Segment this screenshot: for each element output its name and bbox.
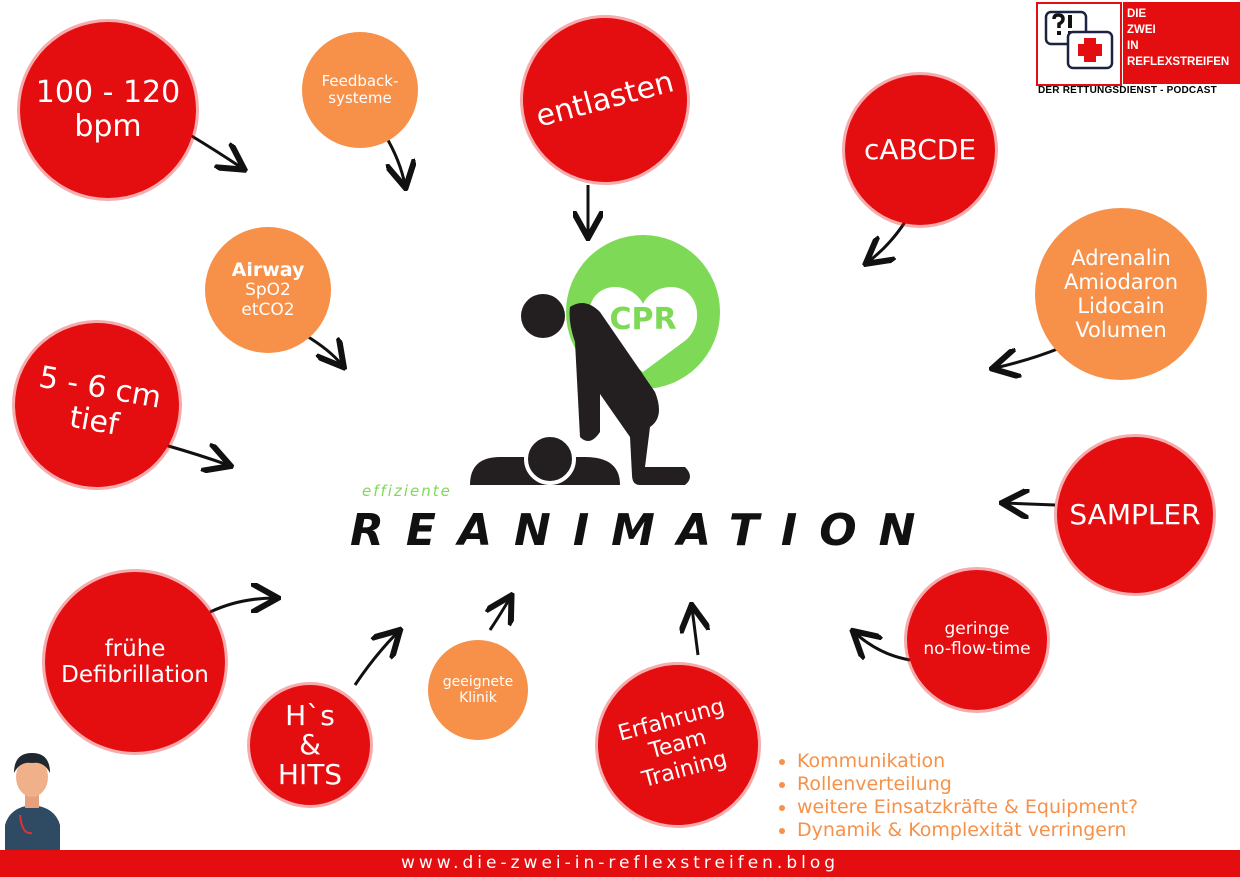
bubble-klinik: geeignete Klinik bbox=[428, 640, 528, 740]
footer-url[interactable]: www.die-zwei-in-reflexstreifen.blog bbox=[0, 850, 1240, 877]
list-item: Rollenverteilung bbox=[797, 773, 1138, 796]
bubble-sampler: SAMPLER bbox=[1057, 437, 1213, 593]
list-item: Dynamik & Komplexität verringern bbox=[797, 819, 1138, 842]
logo-title: DIE ZWEI IN REFLEXSTREIFEN bbox=[1123, 2, 1240, 84]
cpr-label: CPR bbox=[609, 302, 676, 337]
list-item: weitere Einsatzkräfte & Equipment? bbox=[797, 796, 1138, 819]
cpr-illustration: CPR bbox=[470, 235, 720, 485]
bubble-medication: Adrenalin Amiodaron Lidocain Volumen bbox=[1035, 208, 1207, 380]
logo-subtitle: DER RETTUNGSDIENST - PODCAST bbox=[1038, 85, 1217, 96]
paramedic-avatar bbox=[5, 753, 60, 850]
list-item: Kommunikation bbox=[797, 750, 1138, 773]
bubble-hits: H`s & HITS bbox=[250, 685, 370, 805]
title-prefix: effiziente bbox=[362, 482, 452, 500]
podcast-logo: DIE ZWEI IN REFLEXSTREIFEN DER RETTUNGSD… bbox=[1036, 2, 1240, 98]
bubble-defibrillation: frühe Defibrillation bbox=[45, 572, 225, 752]
main-title: REANIMATION bbox=[350, 505, 938, 556]
bullet-list: Kommunikation Rollenverteilung weitere E… bbox=[775, 750, 1138, 842]
bubble-bpm: 100 - 120 bpm bbox=[20, 22, 196, 198]
rescuer-figure bbox=[470, 294, 690, 485]
bubble-no-flow-time: geringe no-flow-time bbox=[907, 570, 1047, 710]
bubble-cabcde: cABCDE bbox=[845, 75, 995, 225]
speech-bubbles-icon bbox=[1036, 2, 1122, 86]
bubble-feedback: Feedback- systeme bbox=[302, 32, 418, 148]
